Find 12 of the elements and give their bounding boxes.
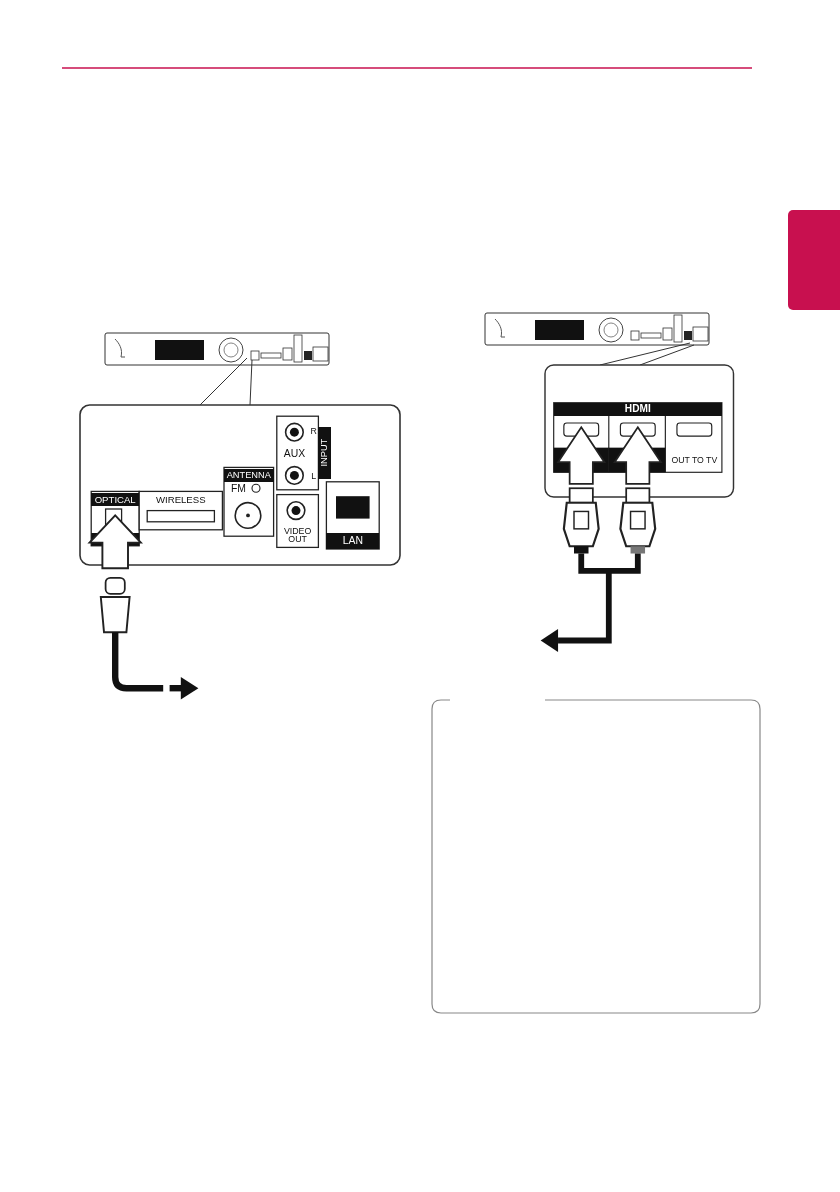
port-label: OPTICAL xyxy=(91,493,140,506)
port-label: INPUT xyxy=(318,427,332,479)
port-label: VIDEO OUT xyxy=(282,525,313,546)
chapter-tab xyxy=(788,210,840,310)
port-label: R xyxy=(309,425,318,437)
port-label: FM xyxy=(229,481,247,496)
port-label: LAN xyxy=(326,533,380,549)
port-label: AUX xyxy=(282,446,307,461)
port-label: L xyxy=(310,470,318,482)
port-label: WIRELESS xyxy=(155,494,207,506)
port-label: ANTENNA xyxy=(224,469,274,482)
port-label: OUT TO TV xyxy=(670,453,719,467)
